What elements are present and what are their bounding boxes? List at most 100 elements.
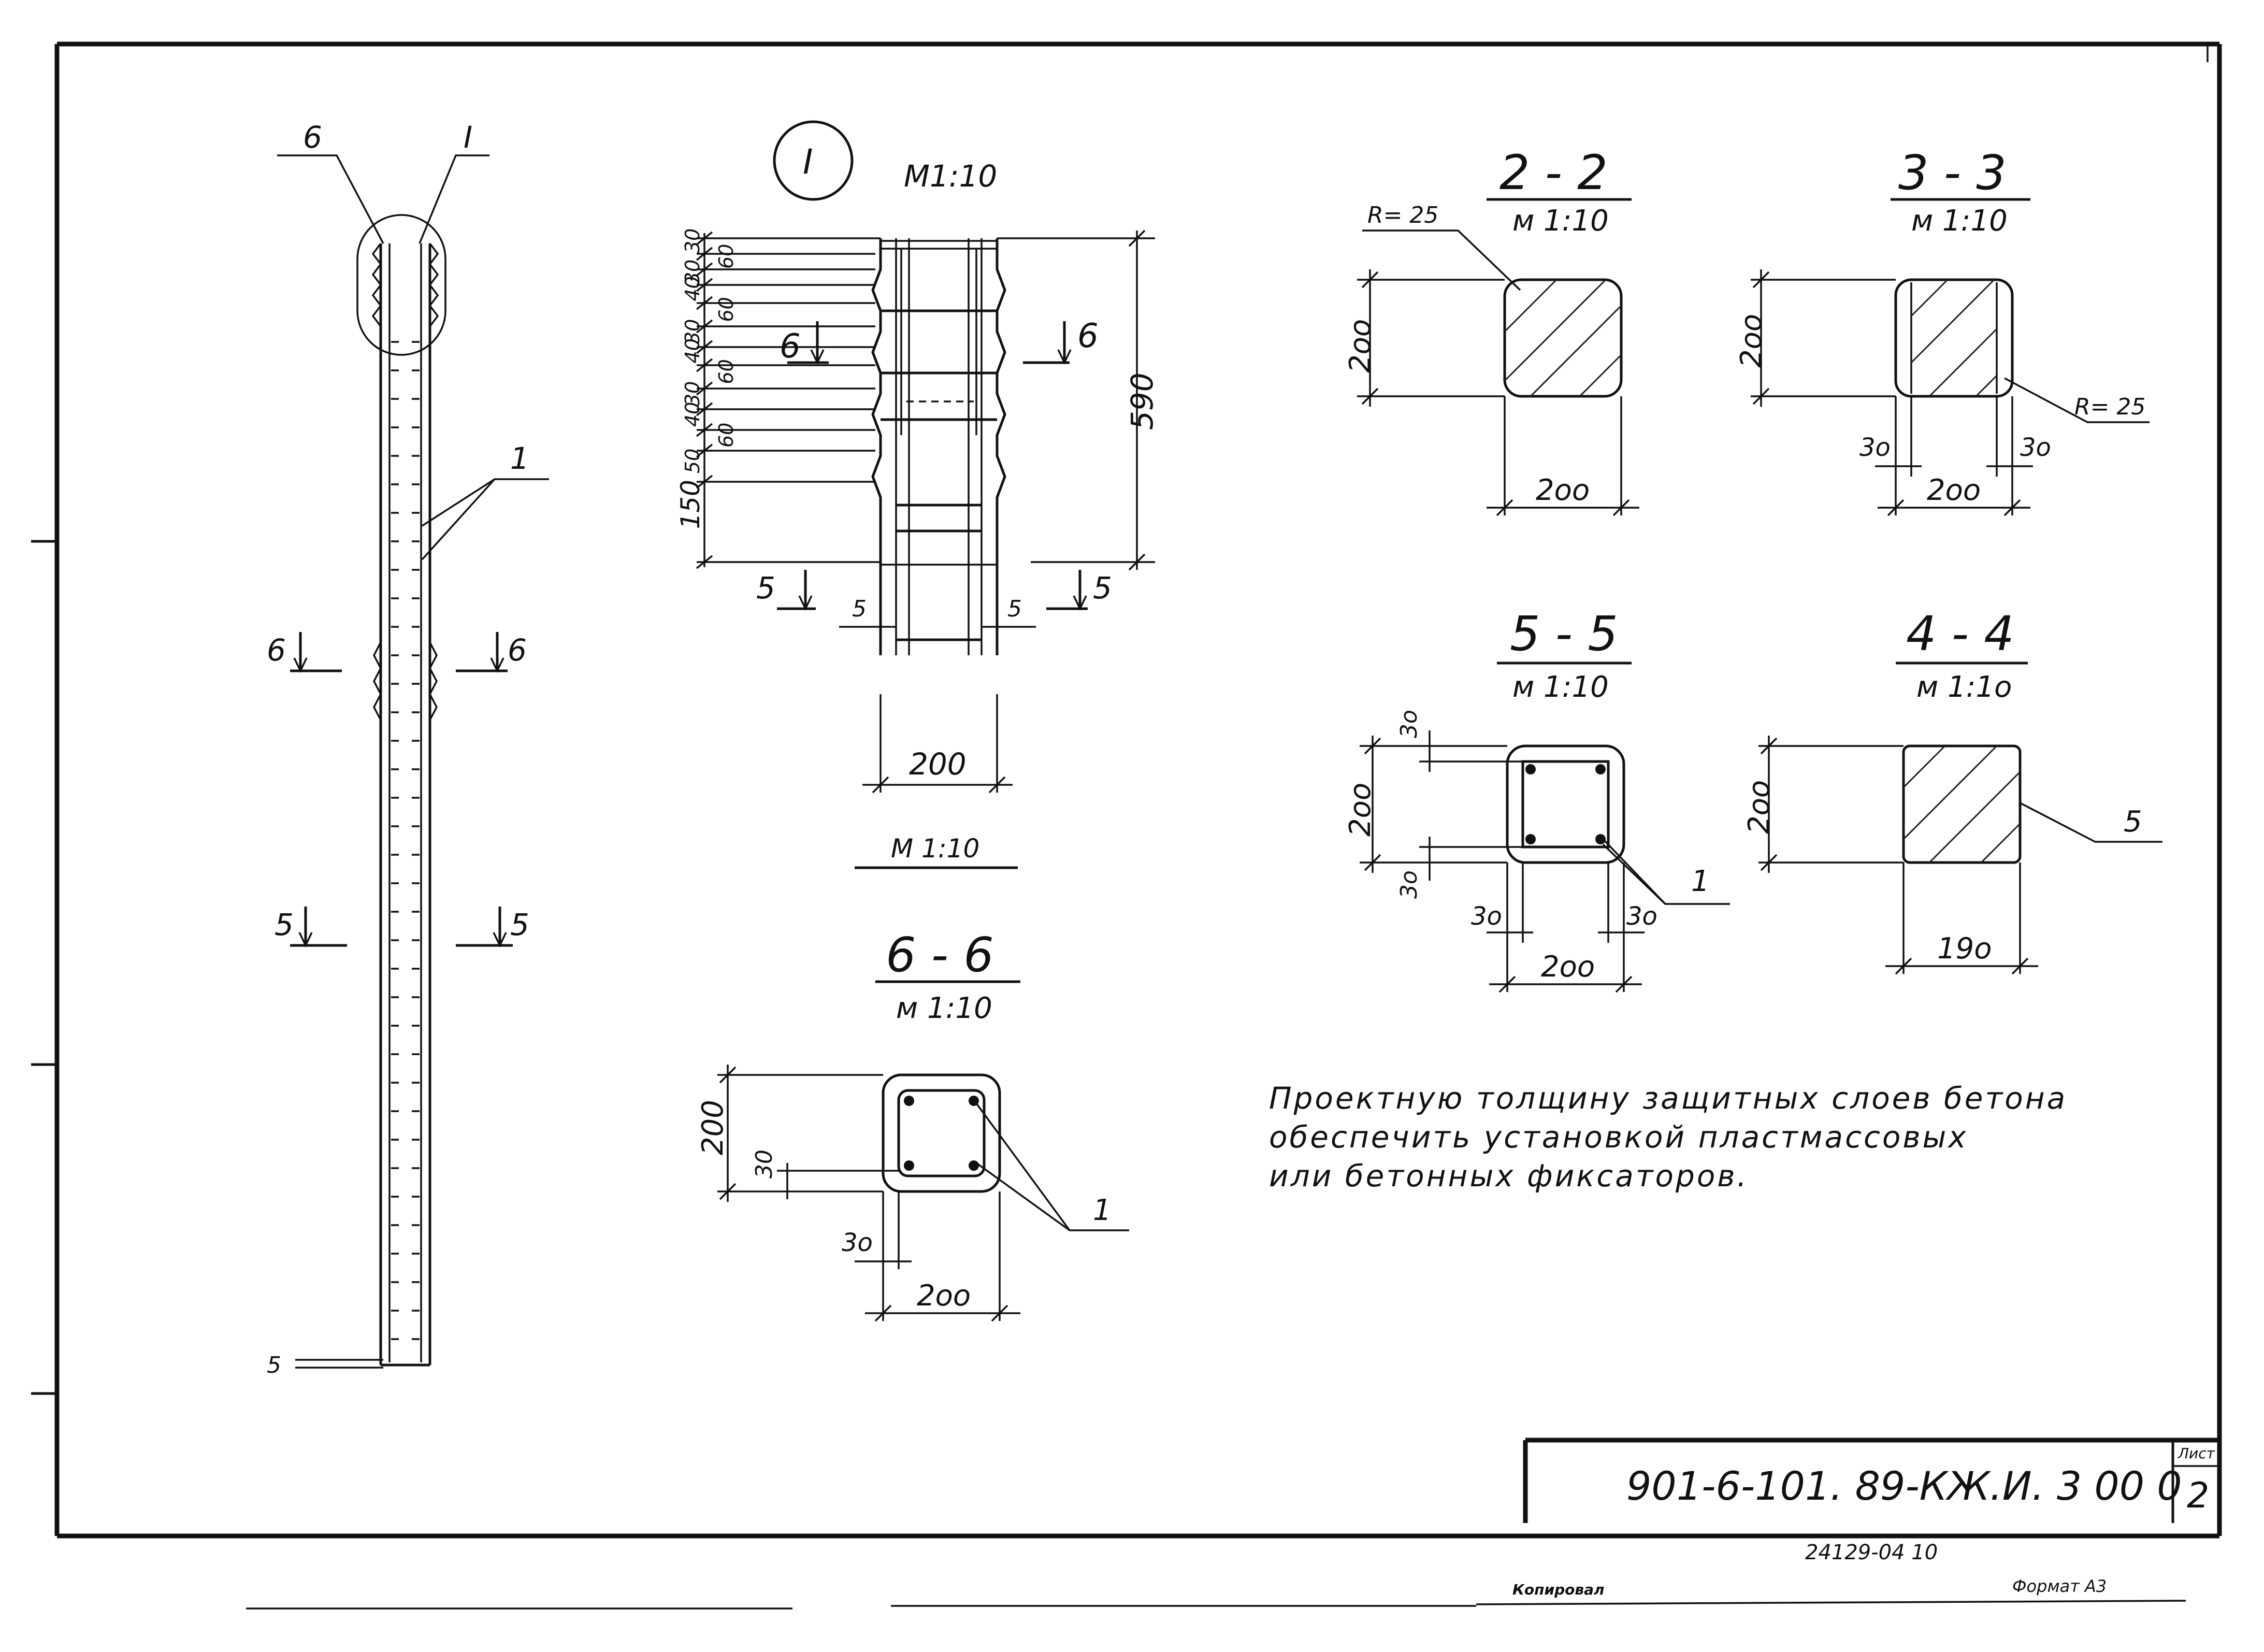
section-6-mark-left: 6	[267, 633, 286, 668]
dimension-label: 60	[715, 244, 738, 269]
detail-I-callout	[356, 214, 446, 356]
section-2-2: 2 - 2 м 1:10 R= 25 2оо 2оо	[1344, 145, 1639, 516]
column-stirrups	[391, 341, 420, 1340]
sec33-scale: м 1:10	[1911, 204, 2008, 238]
sec33-cover-right: 3о	[2020, 433, 2051, 462]
detail-sec6-right: 6	[1077, 317, 1099, 355]
section-3-3: 3 - 3 м 1:10 R= 25 2оо 3о 3о 2оо	[1735, 145, 2150, 516]
sheet-label: Лист	[2178, 1445, 2215, 1462]
dimension-tick	[696, 278, 713, 292]
section-4-4: 4 - 4 м 1:1о 5 2оо 19о	[1742, 606, 2162, 975]
sec66-cover-h: 3о	[842, 1228, 873, 1257]
sec33-cover-left: 3о	[1859, 433, 1891, 462]
label-detail-ref: I	[464, 120, 472, 155]
sec66-height: 200	[696, 1100, 730, 1155]
sec55-cover-right: 3о	[1626, 902, 1657, 931]
dimension-label: 150	[675, 480, 705, 529]
sec55-cover-top: 3о	[1396, 710, 1422, 738]
sec55-scale: м 1:10	[1512, 670, 1609, 704]
dimension-tick	[696, 402, 713, 416]
dimension-tick	[696, 423, 713, 437]
general-note: Проектную толщину защитных слоев бетона …	[1269, 1081, 2067, 1194]
sec66-width: 2оо	[917, 1279, 971, 1313]
section-5-mark-left: 5	[275, 907, 294, 942]
sec22-scale: м 1:10	[1512, 204, 1609, 238]
dimension-label: 30	[681, 319, 704, 344]
detail-cover-right: 5	[1007, 596, 1022, 622]
detail-I-scale: M1:10	[904, 159, 997, 194]
dimension-label: 30	[681, 228, 704, 253]
bottom-cover-dim: 5	[267, 1352, 281, 1378]
sec44-scale: м 1:1о	[1916, 670, 2012, 704]
sec22-title: 2 - 2	[1499, 145, 1608, 200]
note-line-3: или бетонных фиксаторов.	[1269, 1158, 1749, 1194]
sec44-height: 2оо	[1742, 780, 1776, 834]
dimension-label: 60	[715, 423, 738, 448]
sec22-radius: R= 25	[1367, 202, 1438, 228]
dimension-tick	[696, 296, 713, 310]
dimension-label: 40	[681, 402, 704, 427]
title-block: 901-6-101. 89-КЖ.И. 3 00 0 Лист 2 24129-…	[1523, 1438, 2219, 1564]
sec55-cover-bottom: 3о	[1396, 870, 1422, 899]
sec33-height: 2оо	[1735, 314, 1768, 368]
sec22-width: 2оо	[1536, 473, 1590, 507]
sheet-frame	[31, 41, 2222, 1539]
detail-I-total-height: 590	[1124, 372, 1160, 430]
detail-I-scale-bottom: М 1:10	[891, 834, 979, 864]
dimension-tick	[696, 340, 713, 354]
label-detail-mark: 6	[303, 120, 322, 155]
section-6-6: 6 - 6 м 1:10 200 30 3о 2оо 1	[696, 927, 1129, 1322]
sheet-footer: Копировал Формат A3	[246, 1576, 2186, 1610]
sec33-width: 2оо	[1927, 473, 1981, 507]
sec66-title: 6 - 6	[886, 927, 994, 983]
detail-cover-left: 5	[852, 596, 867, 622]
sec44-width: 19о	[1937, 932, 1992, 966]
dimension-label: 50	[681, 449, 704, 473]
sec66-scale: м 1:10	[896, 992, 992, 1025]
section-5-mark-right: 5	[510, 907, 529, 942]
detail-I-width: 200	[909, 746, 967, 782]
dimension-tick	[696, 358, 713, 372]
archive-number: 24129-04 10	[1805, 1541, 1938, 1564]
label-bars: 1	[510, 441, 529, 476]
dimension-label: 60	[715, 297, 738, 322]
sec44-title: 4 - 4	[1906, 606, 2014, 662]
detail-sec6-left: 6	[780, 327, 801, 366]
sec55-bars: 1	[1691, 865, 1710, 898]
sec55-cover-left: 3о	[1471, 902, 1502, 931]
dimension-label: 60	[715, 359, 738, 384]
dimension-tick	[696, 381, 713, 396]
note-line-1: Проектную толщину защитных слоев бетона	[1269, 1081, 2067, 1116]
sheet-number: 2	[2187, 1475, 2209, 1516]
dimension-tick	[696, 247, 713, 261]
sec66-cover-v: 30	[751, 1150, 777, 1179]
sec44-label: 5	[2124, 805, 2142, 839]
dimension-label: 40	[681, 338, 704, 363]
column-elevation: 6 I 1 6 6 5 5 5	[267, 120, 549, 1378]
detail-sec5-left: 5	[756, 570, 775, 606]
sec33-title: 3 - 3	[1898, 145, 2007, 200]
dimension-tick	[696, 231, 713, 246]
sec55-width: 2оо	[1541, 950, 1595, 984]
section-5-5: 5 - 5 м 1:10 2оо 3о 3о 3о 3о 2оо	[1344, 606, 1730, 993]
sec66-bars: 1	[1093, 1194, 1112, 1227]
note-line-2: обеспечить установкой пластмассовых	[1269, 1119, 1968, 1155]
detail-sec5-right: 5	[1093, 570, 1112, 606]
dimension-tick	[696, 319, 713, 334]
dimension-label: 30	[681, 260, 704, 284]
dimension-label: 30	[681, 381, 704, 406]
sec22-height: 2оо	[1344, 319, 1377, 373]
sec55-title: 5 - 5	[1510, 606, 1618, 662]
detail-I-symbol: I	[803, 142, 813, 182]
footer-format: Формат A3	[2012, 1576, 2107, 1596]
dimension-tick	[696, 262, 713, 277]
footer-copied: Копировал	[1512, 1581, 1605, 1598]
dimension-tick	[696, 475, 713, 489]
dimension-label: 40	[681, 276, 704, 301]
dimension-tick	[696, 555, 713, 569]
section-6-mark-right: 6	[508, 633, 527, 668]
sec55-height: 2оо	[1344, 783, 1377, 837]
